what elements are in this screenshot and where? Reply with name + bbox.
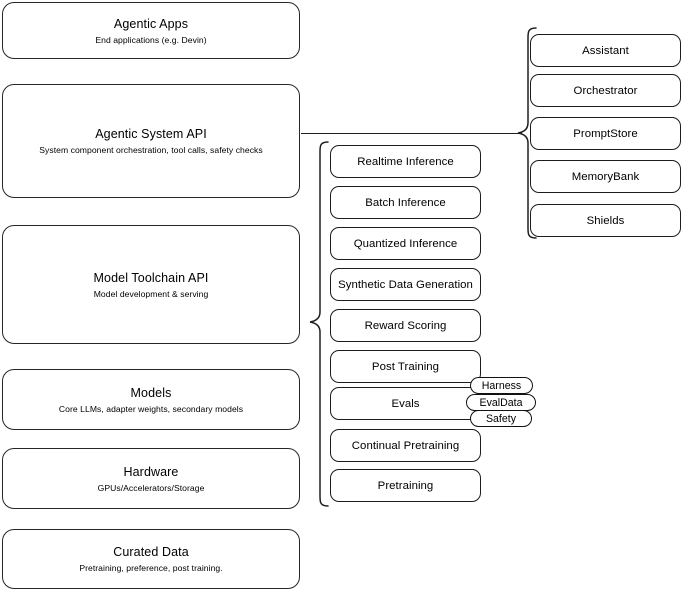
system-component-promptstore[interactable]: PromptStore xyxy=(530,117,681,150)
leaf-label: Assistant xyxy=(582,44,629,57)
layer-subtitle: GPUs/Accelerators/Storage xyxy=(97,482,205,493)
connector-system-api-to-components xyxy=(301,132,522,134)
layer-subtitle: Core LLMs, adapter weights, secondary mo… xyxy=(58,403,244,414)
layer-subtitle: End applications (e.g. Devin) xyxy=(95,34,207,45)
toolchain-item-continual-pretraining[interactable]: Continual Pretraining xyxy=(330,429,481,462)
evals-tag-harness[interactable]: Harness xyxy=(470,377,533,394)
leaf-label: Batch Inference xyxy=(365,196,446,209)
toolchain-item-pretraining[interactable]: Pretraining xyxy=(330,469,481,502)
layer-subtitle: Pretraining, preference, post training. xyxy=(79,563,223,573)
layer-title: Models xyxy=(130,385,172,400)
layer-title: Model Toolchain API xyxy=(93,270,209,285)
leaf-label: Pretraining xyxy=(377,479,434,492)
toolchain-item-synthetic-data-generation[interactable]: Synthetic Data Generation xyxy=(330,268,481,301)
leaf-label: Realtime Inference xyxy=(357,155,454,168)
stack-layer-agentic-system-api[interactable]: Agentic System API System component orch… xyxy=(2,84,300,198)
stack-layer-curated-data[interactable]: Curated Data Pretraining, preference, po… xyxy=(2,529,300,589)
pill-label: EvalData xyxy=(479,396,523,409)
leaf-label: MemoryBank xyxy=(571,170,640,183)
system-component-shields[interactable]: Shields xyxy=(530,204,681,237)
leaf-label: Shields xyxy=(586,214,625,227)
toolchain-item-quantized-inference[interactable]: Quantized Inference xyxy=(330,227,481,260)
toolchain-item-reward-scoring[interactable]: Reward Scoring xyxy=(330,309,481,342)
system-component-orchestrator[interactable]: Orchestrator xyxy=(530,74,681,107)
layer-subtitle: Model development & serving xyxy=(93,288,209,299)
toolchain-item-realtime-inference[interactable]: Realtime Inference xyxy=(330,145,481,178)
layer-title: Hardware xyxy=(123,464,179,479)
layer-title: Agentic System API xyxy=(95,127,207,141)
stack-layer-hardware[interactable]: Hardware GPUs/Accelerators/Storage xyxy=(2,448,300,509)
pill-label: Safety xyxy=(485,412,517,425)
toolchain-item-batch-inference[interactable]: Batch Inference xyxy=(330,186,481,219)
leaf-label: PromptStore xyxy=(573,127,638,140)
leaf-label: Continual Pretraining xyxy=(351,439,460,452)
leaf-label: Evals xyxy=(391,397,420,410)
evals-tag-evaldata[interactable]: EvalData xyxy=(466,394,536,411)
layer-title: Curated Data xyxy=(113,545,189,559)
brace-system-components xyxy=(517,27,537,239)
toolchain-item-post-training[interactable]: Post Training xyxy=(330,350,481,383)
stack-layer-agentic-apps[interactable]: Agentic Apps End applications (e.g. Devi… xyxy=(2,2,300,59)
leaf-label: Orchestrator xyxy=(573,84,638,97)
leaf-label: Post Training xyxy=(371,360,440,373)
leaf-label: Quantized Inference xyxy=(353,237,458,250)
evals-tag-safety[interactable]: Safety xyxy=(470,410,532,427)
toolchain-item-evals[interactable]: Evals xyxy=(330,387,481,420)
layer-title: Agentic Apps xyxy=(113,16,189,31)
layer-subtitle: System component orchestration, tool cal… xyxy=(39,145,263,155)
leaf-label: Synthetic Data Generation xyxy=(338,278,473,291)
system-component-assistant[interactable]: Assistant xyxy=(530,34,681,67)
leaf-label: Reward Scoring xyxy=(364,319,447,332)
stack-layer-models[interactable]: Models Core LLMs, adapter weights, secon… xyxy=(2,369,300,430)
pill-label: Harness xyxy=(481,379,522,392)
stack-layer-model-toolchain-api[interactable]: Model Toolchain API Model development & … xyxy=(2,225,300,344)
system-component-memorybank[interactable]: MemoryBank xyxy=(530,160,681,193)
brace-toolchain xyxy=(309,141,329,507)
